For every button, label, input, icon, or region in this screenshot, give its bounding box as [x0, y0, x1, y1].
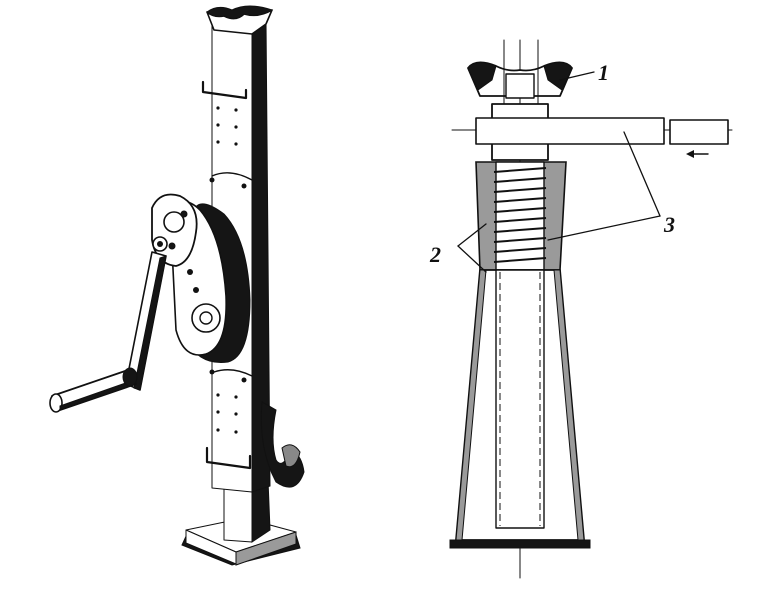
rack-jack-drawing	[49, 5, 305, 566]
column-rivets	[209, 106, 247, 434]
jack-body-housing	[449, 269, 591, 549]
screw-jack-section	[449, 39, 733, 579]
upper-handle-loop	[201, 80, 248, 100]
jack-top-saddle	[206, 5, 274, 35]
screw-thread	[493, 167, 547, 263]
lower-handle-loop	[205, 446, 252, 470]
cap	[467, 39, 573, 109]
lever-bar	[451, 117, 733, 158]
crank-handle-grip	[49, 367, 138, 413]
label-part-3: 3	[663, 212, 675, 237]
jack-foot	[223, 479, 271, 543]
lifting-claw	[260, 401, 305, 488]
leader-lines	[457, 71, 661, 273]
label-part-2: 2	[429, 242, 441, 267]
crank-hub	[151, 193, 198, 267]
label-part-1: 1	[598, 60, 609, 85]
threaded-nut	[475, 161, 567, 271]
crank-arm	[125, 251, 167, 391]
